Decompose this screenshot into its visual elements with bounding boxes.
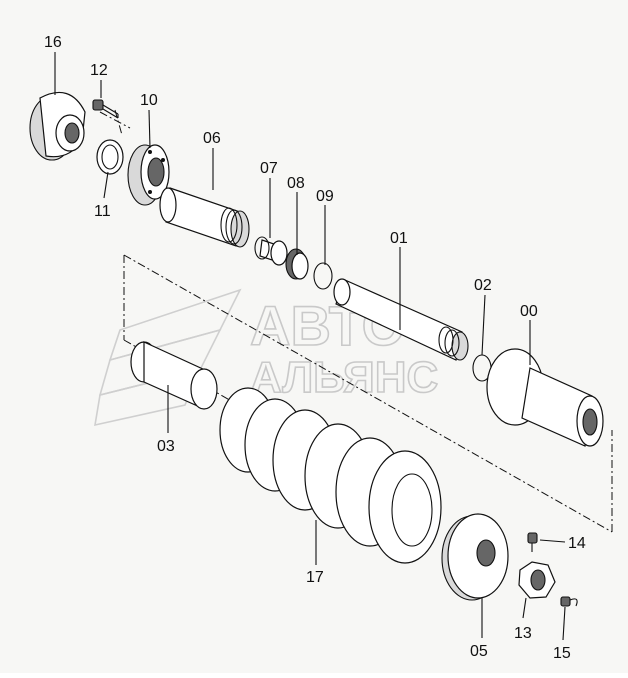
part-10-bearing-housing — [127, 144, 170, 206]
part-06-shaft — [159, 187, 250, 248]
label-part-03: 03 — [157, 438, 175, 455]
part-07-bushing — [254, 236, 288, 266]
label-part-16: 16 — [44, 34, 62, 51]
part-00-cylinder — [486, 348, 604, 447]
label-part-05: 05 — [470, 643, 488, 660]
part-13-nut — [518, 561, 556, 599]
label-part-00: 00 — [520, 303, 538, 320]
label-part-13: 13 — [514, 625, 532, 642]
part-08-seal — [285, 248, 309, 280]
watermark-line2: АЛЬЯНС — [250, 353, 438, 402]
label-part-08: 08 — [287, 175, 305, 192]
part-11-o-ring — [96, 139, 124, 175]
part-01-rod — [333, 278, 469, 361]
label-part-14: 14 — [568, 535, 586, 552]
label-part-01: 01 — [390, 230, 408, 247]
label-part-09: 09 — [316, 188, 334, 205]
label-part-11: 11 — [94, 203, 111, 220]
part-09-snap-ring — [313, 262, 333, 290]
label-part-02: 02 — [474, 277, 492, 294]
part-14-small-bolt — [527, 532, 538, 552]
label-part-10: 10 — [140, 92, 158, 109]
part-16-flange-cap — [29, 91, 86, 161]
label-part-07: 07 — [260, 160, 278, 177]
label-part-17: 17 — [306, 569, 324, 586]
label-part-06: 06 — [203, 130, 221, 147]
leader-lines — [54, 52, 566, 641]
part-labels: 16 12 10 11 06 07 08 09 01 02 00 03 17 0… — [44, 34, 586, 662]
part-03-sleeve — [130, 341, 218, 410]
part-05-washer-plate — [441, 513, 509, 601]
label-part-15: 15 — [553, 645, 571, 662]
label-part-12: 12 — [90, 62, 108, 79]
part-12-bolt — [92, 99, 119, 119]
part-15-lock-pin — [560, 596, 578, 607]
part-17-spring — [219, 387, 442, 564]
